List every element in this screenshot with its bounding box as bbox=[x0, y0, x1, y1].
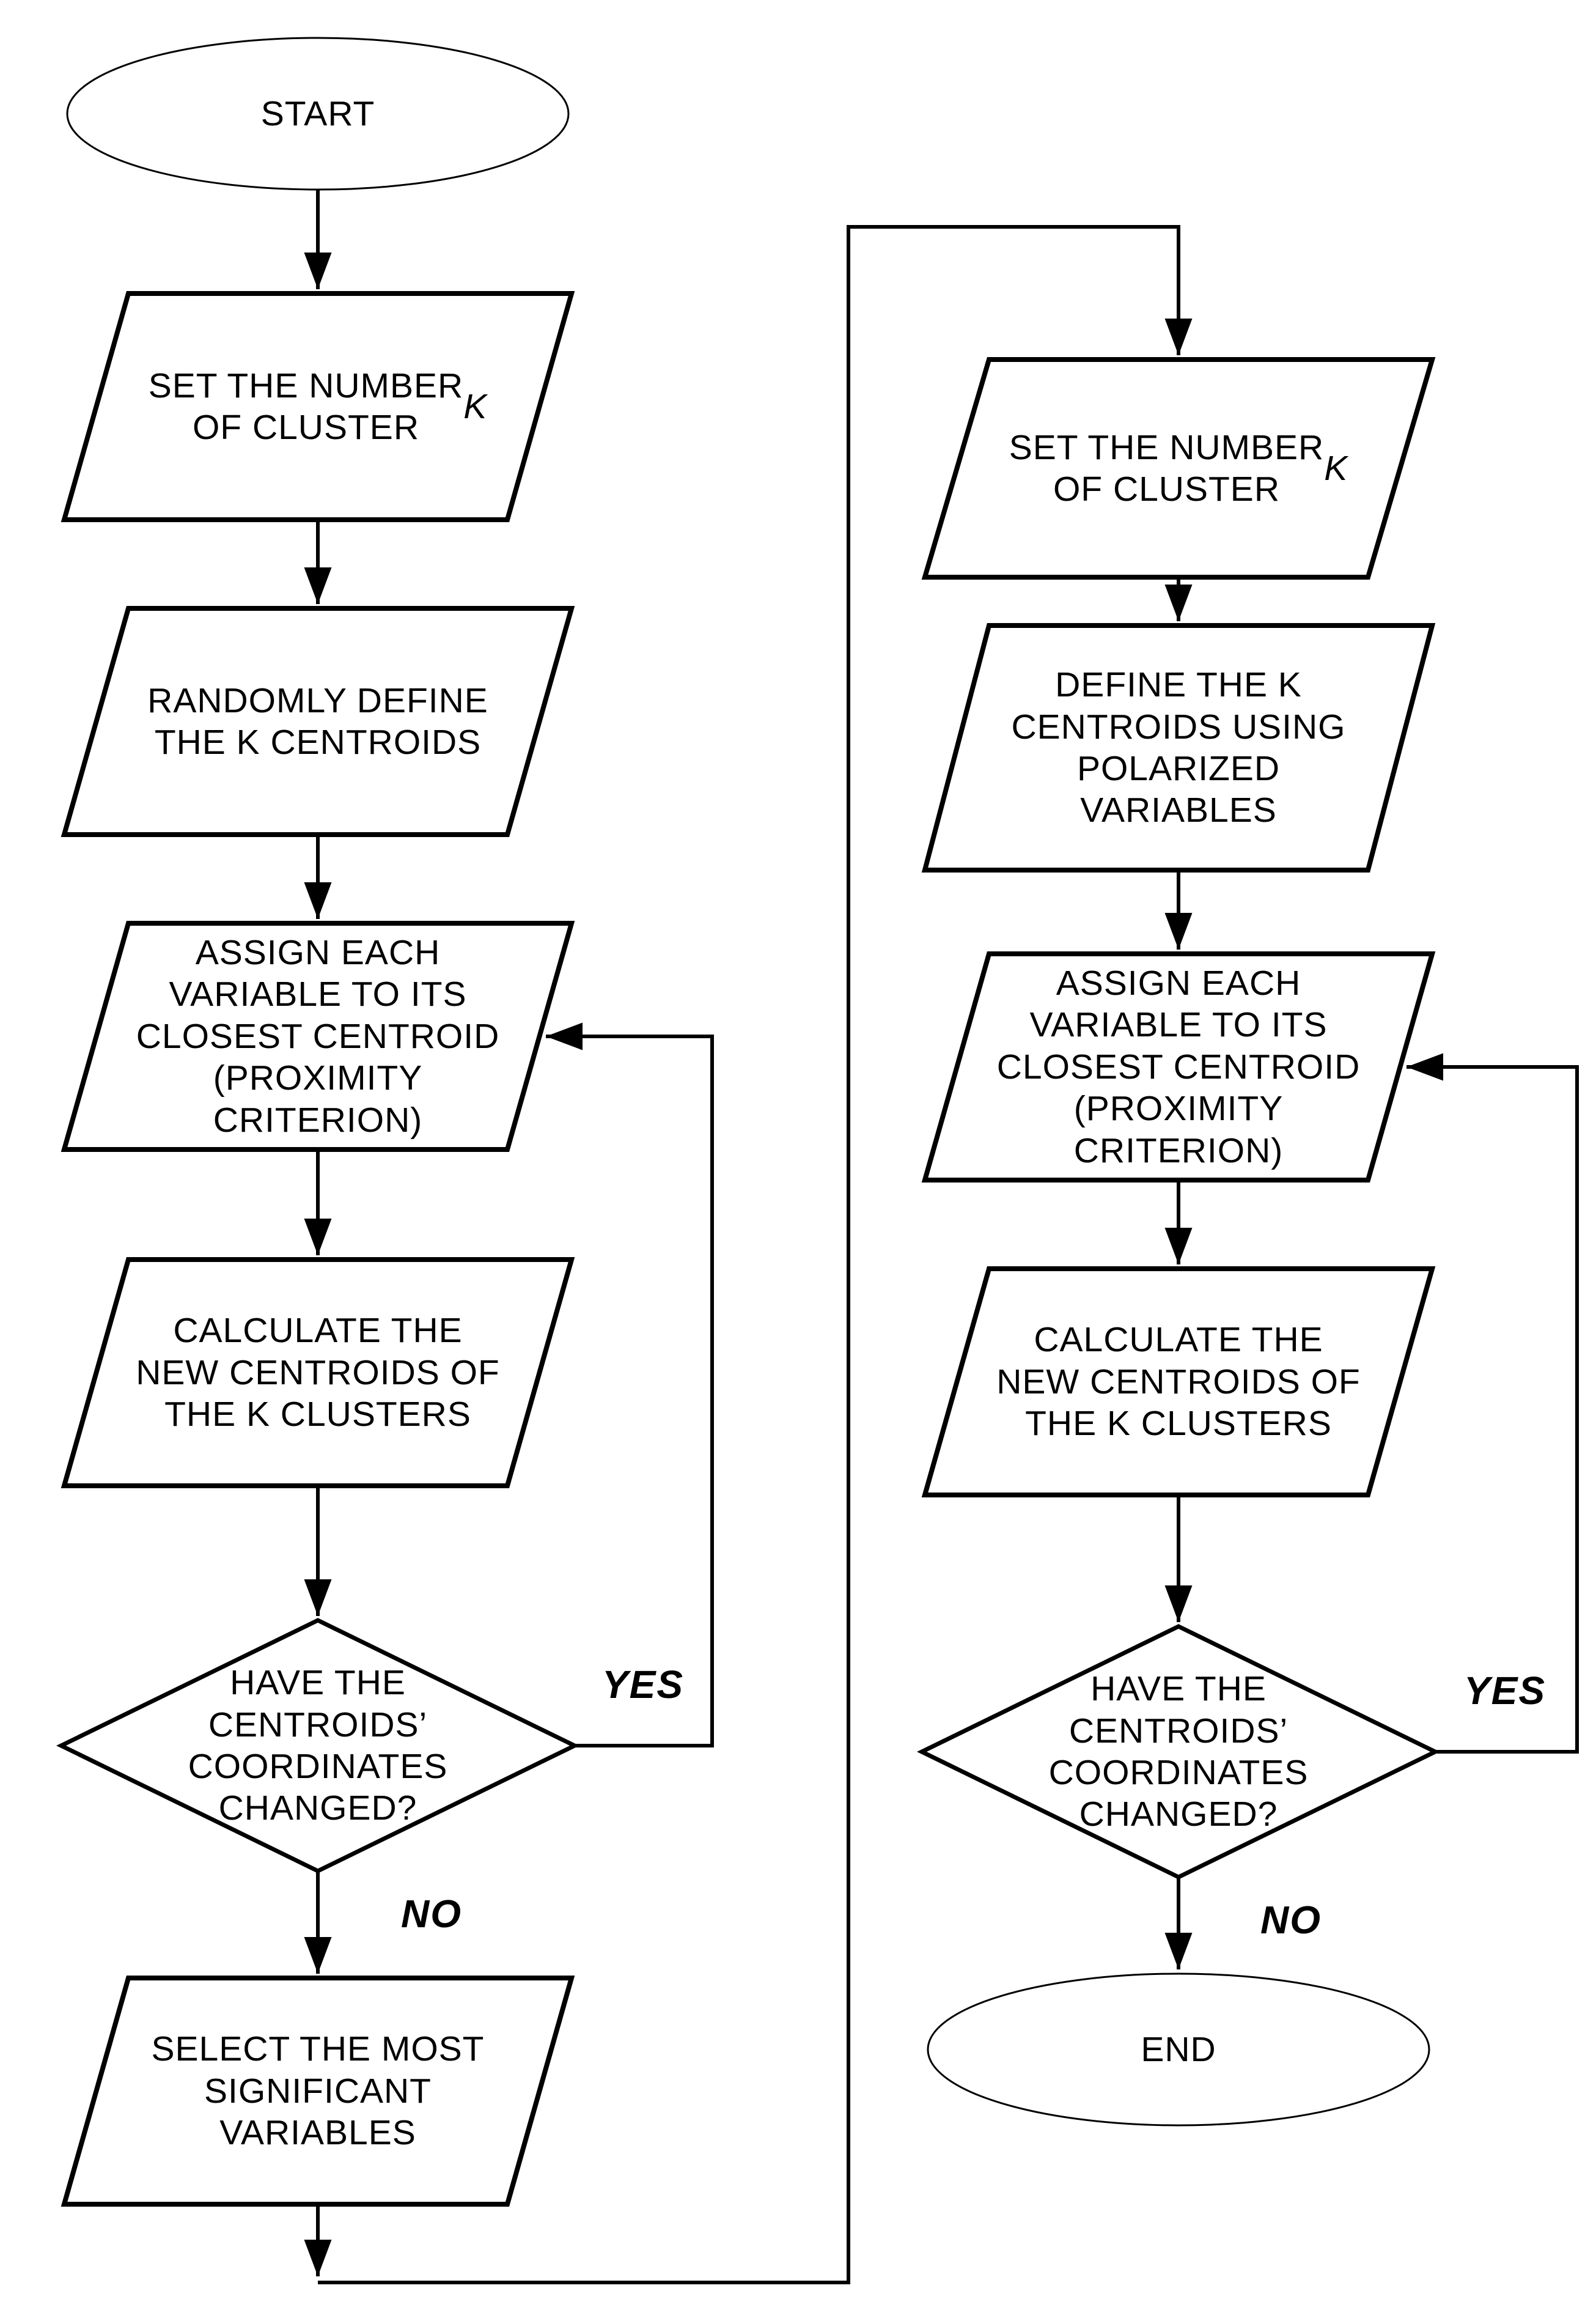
decision-coordinates-changed-right-shape bbox=[917, 1624, 1440, 1880]
assign-variables-right-shape bbox=[921, 951, 1436, 1183]
select-variables-label: SELECT THE MOST SIGNIFICANT VARIABLES bbox=[151, 2029, 485, 2153]
end-terminator-shape bbox=[927, 1972, 1430, 2127]
calculate-centroids-right-shape bbox=[921, 1266, 1436, 1497]
assign-variables-left-shape bbox=[61, 921, 575, 1152]
yes-loop-left bbox=[546, 1022, 714, 1747]
assign-variables-right-label: ASSIGN EACH VARIABLE TO ITS CLOSEST CENT… bbox=[996, 964, 1361, 1170]
cluster-k-symbol-right: K bbox=[1324, 448, 1348, 488]
randomly-define-label: RANDOMLY DEFINE THE K CENTROIDS bbox=[147, 681, 488, 762]
yes-label-right: YES bbox=[1463, 1669, 1546, 1713]
set-cluster-count-right-shape bbox=[921, 357, 1436, 580]
decision-right-label: HAVE THE CENTROIDS’ COORDINATES CHANGED? bbox=[1048, 1669, 1309, 1834]
set-cluster-count-right-text: SET THE NUMBER OF CLUSTER bbox=[1009, 427, 1325, 509]
connector-select-to-set-right bbox=[318, 225, 1193, 2284]
decision-left-label: HAVE THE CENTROIDS’ COORDINATES CHANGED? bbox=[188, 1663, 448, 1828]
set-cluster-count-right-label: SET THE NUMBER OF CLUSTER K bbox=[925, 360, 1432, 577]
yes-label-left: YES bbox=[601, 1662, 685, 1707]
set-cluster-count-left-text: SET THE NUMBER OF CLUSTER bbox=[148, 366, 464, 447]
calculate-centroids-left-label: CALCULATE THE NEW CENTROIDS OF THE K CLU… bbox=[136, 1311, 500, 1434]
cluster-k-symbol-left: K bbox=[463, 386, 488, 426]
calculate-centroids-left-shape bbox=[61, 1257, 575, 1488]
select-variables-shape bbox=[61, 1976, 575, 2207]
define-polarized-shape bbox=[921, 623, 1436, 873]
no-label-left: NO bbox=[401, 1892, 462, 1936]
start-terminator-shape bbox=[66, 37, 570, 191]
set-cluster-count-left-label: SET THE NUMBER OF CLUSTER K bbox=[64, 293, 572, 520]
randomly-define-shape bbox=[61, 606, 575, 837]
start-label: START bbox=[260, 94, 375, 133]
assign-variables-left-label: ASSIGN EACH VARIABLE TO ITS CLOSEST CENT… bbox=[136, 933, 500, 1140]
set-cluster-count-left-shape bbox=[61, 291, 575, 522]
end-label: END bbox=[1141, 2029, 1216, 2069]
define-polarized-label: DEFINE THE K CENTROIDS USING POLARIZED V… bbox=[1011, 665, 1346, 830]
yes-loop-right bbox=[1407, 1053, 1579, 1754]
calculate-centroids-right-label: CALCULATE THE NEW CENTROIDS OF THE K CLU… bbox=[996, 1320, 1361, 1444]
decision-coordinates-changed-left-shape bbox=[56, 1618, 579, 1873]
no-label-right: NO bbox=[1260, 1898, 1322, 1942]
